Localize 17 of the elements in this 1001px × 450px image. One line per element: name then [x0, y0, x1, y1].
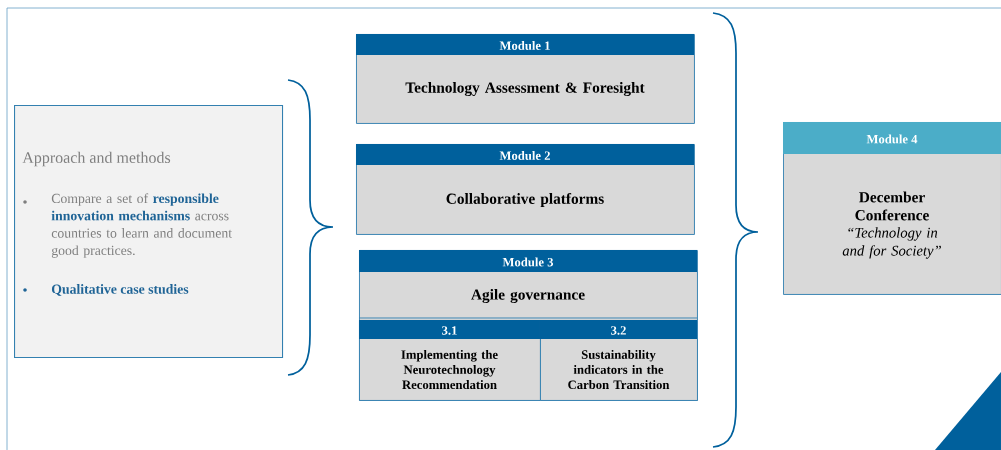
sub-module-title: Sustainability indicators in the Carbon Transition	[568, 350, 670, 389]
header-label: 3.2	[611, 326, 626, 335]
sub-module-title: Implementing the Neurotechnology Recommendation	[401, 350, 498, 389]
module-title: December Conference	[855, 191, 929, 221]
header-label: 3.1	[442, 326, 457, 335]
heading: Approach and methods	[22, 151, 171, 167]
header-label: Module 2	[499, 151, 550, 160]
bullet-text: Qualitative case studies	[51, 284, 189, 296]
approach-box	[14, 105, 284, 359]
quote: “Technology in and for Society”	[842, 227, 941, 259]
bullet-text: Compare a set of responsible innovation mechanisms across countries to learn and document good practices.	[51, 193, 232, 258]
module-title: Technology Assessment & Foresight	[405, 82, 645, 96]
module-title: Agile governance	[471, 289, 585, 303]
header-label: Module 4	[866, 134, 918, 144]
module-title: Collaborative platforms	[446, 192, 604, 207]
header-label: Module 1	[499, 41, 550, 50]
header-label: Module 3	[502, 257, 554, 267]
